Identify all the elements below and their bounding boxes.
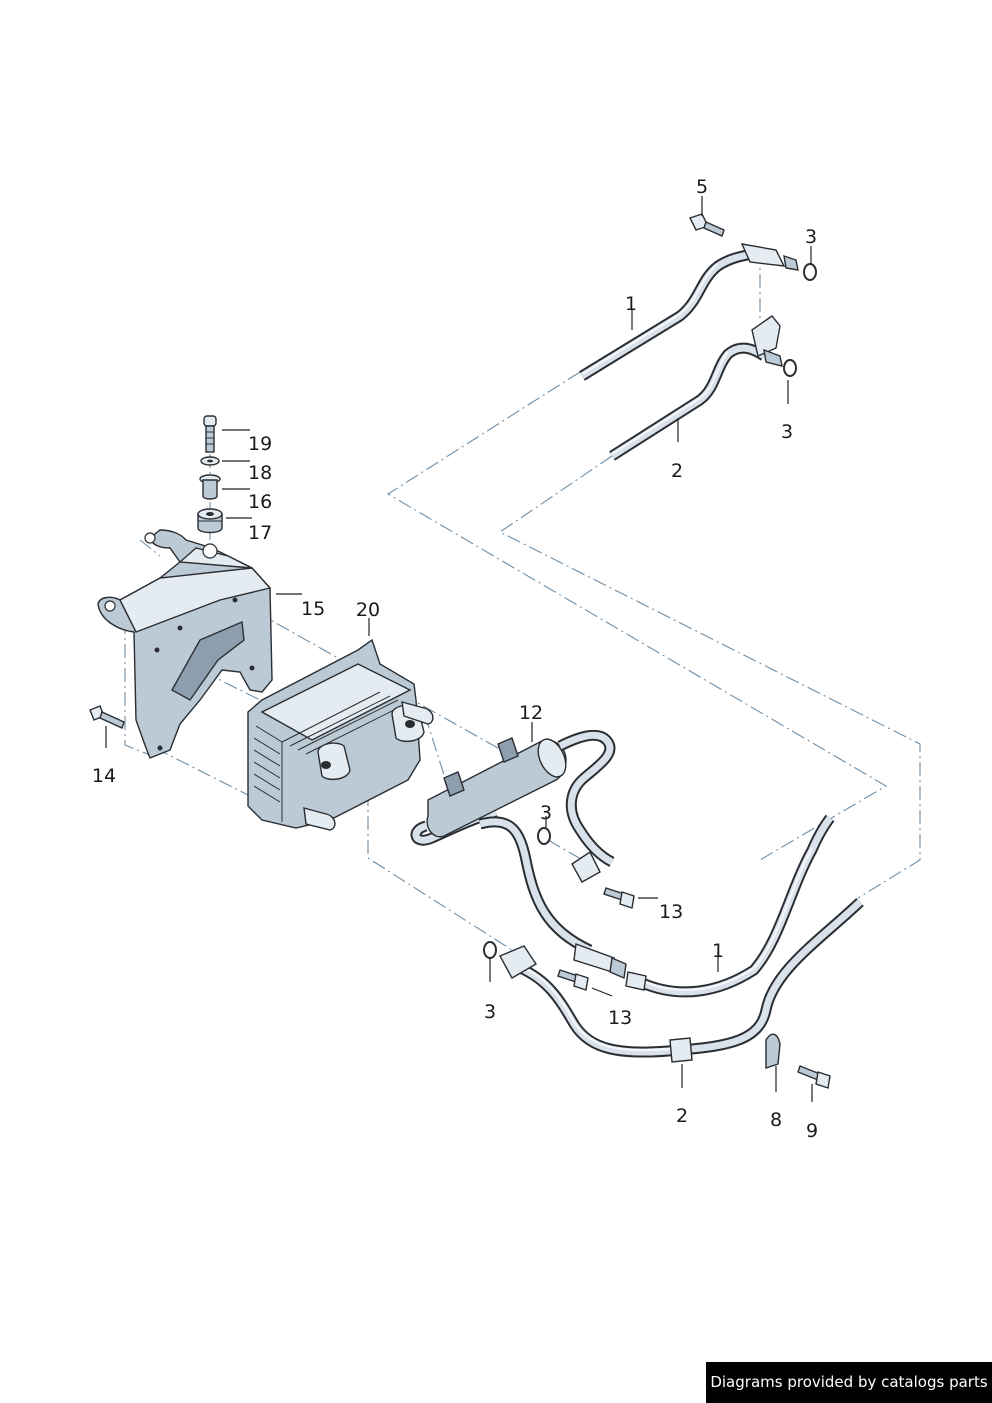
o-ring-part-3-mid (537, 827, 551, 845)
callout-3-lower: 3 (484, 1001, 496, 1023)
pipe-part-2-lower (499, 898, 864, 1063)
callout-17: 17 (248, 522, 272, 544)
pipe-part-1-upper (579, 243, 799, 381)
o-ring-part-3-top (803, 263, 817, 281)
bolt-part-5 (689, 213, 725, 237)
callout-3-mid: 3 (540, 802, 552, 824)
bolt-part-19 (203, 415, 217, 453)
oil-cooler-part-20 (247, 638, 434, 831)
callout-2-bottom: 2 (676, 1105, 688, 1127)
callout-1-top: 1 (625, 293, 637, 315)
clip-part-8 (765, 1033, 781, 1069)
grommet-part-17 (197, 508, 223, 534)
callout-3-top: 3 (805, 226, 817, 248)
callout-1-bottom: 1 (712, 940, 724, 962)
bolt-part-13-upper (603, 887, 635, 909)
callout-13-upper: 13 (659, 901, 683, 923)
filter-part-12 (410, 729, 616, 883)
callout-labels: 5 3 1 3 2 19 18 16 17 15 20 12 14 3 13 1… (92, 176, 818, 1142)
callout-9: 9 (806, 1120, 818, 1142)
bracket-part-15 (97, 529, 273, 759)
washer-part-18 (200, 456, 220, 466)
callout-13-lower: 13 (608, 1007, 632, 1029)
pipe-part-1-lower (478, 814, 835, 998)
callout-14: 14 (92, 765, 116, 787)
callout-18: 18 (248, 462, 272, 484)
leader-lines (105, 196, 813, 1102)
sleeve-part-16 (199, 474, 221, 500)
callout-3-upper: 3 (781, 421, 793, 443)
o-ring-part-3-lower (483, 941, 497, 959)
callout-19: 19 (248, 433, 272, 455)
credit-banner: Diagrams provided by catalogs parts (706, 1362, 992, 1403)
callout-2-top: 2 (671, 460, 683, 482)
callout-16: 16 (248, 491, 272, 513)
pipe-part-2-upper (609, 315, 783, 461)
callout-12: 12 (519, 702, 543, 724)
bolt-part-14 (89, 705, 125, 729)
callout-20: 20 (356, 599, 380, 621)
callout-8: 8 (770, 1109, 782, 1131)
bolt-part-13-lower (557, 969, 589, 991)
o-ring-part-3-upper (783, 359, 797, 377)
bolt-part-9 (797, 1065, 831, 1089)
callout-5: 5 (696, 176, 708, 198)
callout-15: 15 (301, 598, 325, 620)
